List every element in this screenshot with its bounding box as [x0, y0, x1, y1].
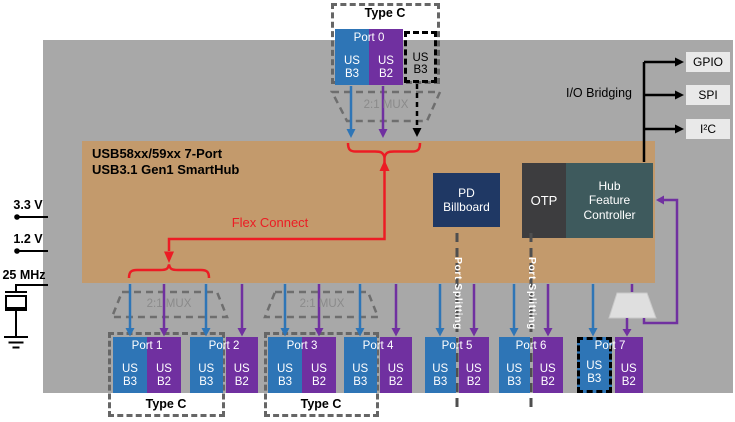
otp-box: OTP — [522, 163, 566, 238]
input-1v2-label: 1.2 V — [13, 232, 43, 246]
port-0: US B3 US B2 Port 0 — [335, 29, 403, 85]
port-5-usb2-box: US B2 — [458, 337, 489, 393]
hub-feature-controller-box: Hub Feature Controller — [566, 163, 653, 238]
port-6-usb3-box: US B3 — [499, 337, 530, 393]
port-5-usb3-box: US B3 — [425, 337, 456, 393]
port-4-usb2-box: US B2 — [379, 337, 412, 393]
port-6-name: Port 6 — [515, 340, 547, 352]
port-6-usb2-box: US B2 — [532, 337, 563, 393]
usb3-label: US B3 — [344, 55, 360, 80]
usb2-label: US B2 — [539, 363, 556, 388]
usb2-label: US B2 — [156, 363, 172, 388]
input-3v3-label: 3.3 V — [13, 198, 43, 212]
port-4-usb3-box: US B3 — [344, 337, 377, 393]
flex-connect-label: Flex Connect — [231, 215, 309, 230]
usb3-label: US B3 — [198, 363, 215, 388]
port-7-usb2-box: US B2 — [614, 337, 643, 393]
gpio-box: GPIO — [686, 52, 730, 72]
port-splitting-label-5: Port Splitting — [452, 256, 464, 330]
port-7-usb3-box: US B3 — [577, 337, 612, 393]
mux-label-port3: 2:1 MUX — [299, 298, 345, 310]
port-3-usb2-box: US B2 — [302, 337, 336, 393]
port-0-name: Port 0 — [353, 32, 385, 44]
port-7: US B3 US B2 Port 7 — [577, 337, 643, 393]
port-0-usb3-box: US B3 — [335, 29, 369, 85]
usb3-label: US B3 — [432, 363, 449, 388]
port-3-usb3-box: US B3 — [268, 337, 302, 393]
spi-box: SPI — [686, 85, 730, 105]
ground-symbol — [4, 336, 28, 349]
port-5: US B3 US B2 Port 5 — [425, 337, 489, 393]
usb2-label: US B2 — [233, 363, 250, 388]
port-3: US B3 US B2 Port 3 — [268, 337, 336, 393]
port-7-name: Port 7 — [594, 340, 626, 352]
port-2-usb2-box: US B2 — [225, 337, 258, 393]
port-2-name: Port 2 — [208, 340, 240, 352]
usb2-label: US B2 — [620, 363, 637, 388]
port-5-name: Port 5 — [441, 340, 473, 352]
type-c-label-top: Type C — [364, 6, 406, 20]
usb3-label: US B3 — [506, 363, 523, 388]
port-1-usb2-box: US B2 — [147, 337, 181, 393]
clock-25mhz-label: 25 MHz — [2, 268, 46, 282]
usb3-label: US B3 — [586, 360, 603, 385]
port-4-name: Port 4 — [362, 340, 394, 352]
port-0-extra-usb3-box: US B3 — [404, 31, 437, 83]
port-3-name: Port 3 — [286, 340, 318, 352]
i2c-box: I²C — [686, 119, 730, 139]
usb2-label: US B2 — [378, 55, 394, 80]
mux-label-port1: 2:1 MUX — [146, 298, 192, 310]
port-2-usb3-box: US B3 — [190, 337, 223, 393]
port-4: US B3 US B2 Port 4 — [344, 337, 412, 393]
port-1: US B3 US B2 Port 1 — [113, 337, 181, 393]
mux-label-top: 2:1 MUX — [363, 99, 409, 111]
usb2-label: US B2 — [465, 363, 482, 388]
port-6: US B3 US B2 Port 6 — [499, 337, 563, 393]
usb3-label: US B3 — [277, 363, 293, 388]
crystal-symbol — [4, 284, 48, 349]
type-c-label-port3: Type C — [300, 397, 342, 411]
usb3-label: US B3 — [352, 363, 369, 388]
port-splitting-label-6: Port Splitting — [526, 256, 538, 330]
port-0-usb2-box: US B2 — [369, 29, 403, 85]
type-c-label-port1: Type C — [145, 397, 187, 411]
port-2: US B3 US B2 Port 2 — [190, 337, 258, 393]
port-1-usb3-box: US B3 — [113, 337, 147, 393]
usb2-label: US B2 — [387, 363, 404, 388]
hub-title: USB58xx/59xx 7-Port USB3.1 Gen1 SmartHub — [92, 146, 240, 177]
usb3-label: US B3 — [412, 51, 429, 77]
pd-billboard-box: PD Billboard — [433, 173, 500, 227]
io-bridging-label: I/O Bridging — [565, 86, 632, 100]
port-1-name: Port 1 — [131, 340, 163, 352]
usb2-label: US B2 — [311, 363, 327, 388]
usb3-label: US B3 — [122, 363, 138, 388]
